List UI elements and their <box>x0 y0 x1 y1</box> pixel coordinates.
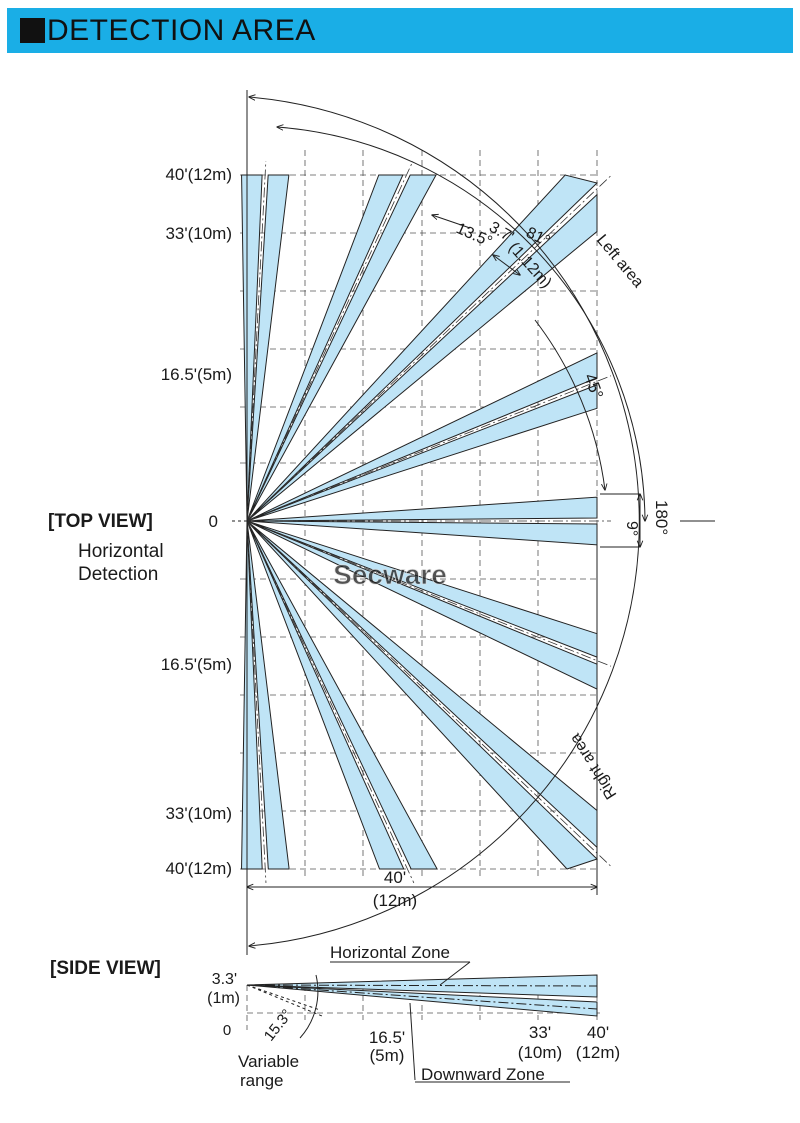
y-label-bottom-16: 16.5'(5m) <box>161 655 232 674</box>
y-label-top-33: 33'(10m) <box>165 224 232 243</box>
detection-beam <box>246 520 438 870</box>
horizontal-zone-label: Horizontal Zone <box>330 943 450 962</box>
side-view-beams <box>246 961 598 1083</box>
top-view-frame <box>232 90 715 955</box>
detection-beam <box>246 174 598 522</box>
height-label-1m: (1m) <box>207 990 240 1007</box>
downward-zone-label: Downward Zone <box>421 1065 545 1084</box>
side-x-16-label: 16.5' <box>369 1028 405 1047</box>
side-x-12m-label: (12m) <box>576 1043 620 1062</box>
side-x-40-label: 40' <box>587 1023 609 1042</box>
header-square-icon <box>20 18 45 43</box>
y-label-bottom-33: 33'(10m) <box>165 804 232 823</box>
beam-centerline <box>246 520 415 884</box>
detection-beam <box>246 520 290 870</box>
variable-range-label-1: Variable <box>238 1052 299 1071</box>
section-title: DETECTION AREA <box>47 13 316 47</box>
angle-leader-b <box>493 255 520 275</box>
x-label-12m: (12m) <box>373 891 417 910</box>
side-zero-label: 0 <box>223 1022 231 1039</box>
y-label-zero: 0 <box>209 512 218 531</box>
x-label-40: 40' <box>384 868 406 887</box>
side-x-10m-label: (10m) <box>518 1043 562 1062</box>
angle-leader-a <box>432 215 471 229</box>
beam-centerline <box>246 520 612 667</box>
watermark-text: Secware <box>333 559 447 590</box>
top-view-label: [TOP VIEW] <box>48 511 153 532</box>
height-label-3-3: 3.3' <box>212 971 237 988</box>
forty-five-arc <box>534 319 605 490</box>
side-x-5m-label: (5m) <box>370 1046 405 1065</box>
angle-9-label: 9° <box>623 521 640 536</box>
angle-13-5-label: 13.5° <box>453 220 494 251</box>
detection-beam <box>246 520 598 870</box>
left-area-label: Left area <box>593 232 647 291</box>
y-label-top-16: 16.5'(5m) <box>161 365 232 384</box>
y-label-bottom-40: 40'(12m) <box>165 859 232 878</box>
side-angle-label: 15.3° <box>261 1006 296 1044</box>
side-view-label: [SIDE VIEW] <box>50 958 161 979</box>
right-area-label: Right area <box>567 730 621 802</box>
horizontal-zone-leader <box>439 961 471 986</box>
section-header: DETECTION AREA <box>7 8 793 53</box>
beam-centerline <box>246 520 612 867</box>
detection-caption: Detection <box>78 564 158 585</box>
angle-180-label: 180° <box>652 500 671 535</box>
y-label-top-40: 40'(12m) <box>165 165 232 184</box>
horizontal-caption: Horizontal <box>78 541 164 562</box>
downward-zone-leader <box>409 1002 416 1081</box>
side-x-33-label: 33' <box>529 1023 551 1042</box>
variable-range-label-2: range <box>240 1071 283 1090</box>
detection-beam <box>246 520 405 870</box>
beam-centerline <box>246 175 612 522</box>
left-area-arc <box>277 127 645 521</box>
